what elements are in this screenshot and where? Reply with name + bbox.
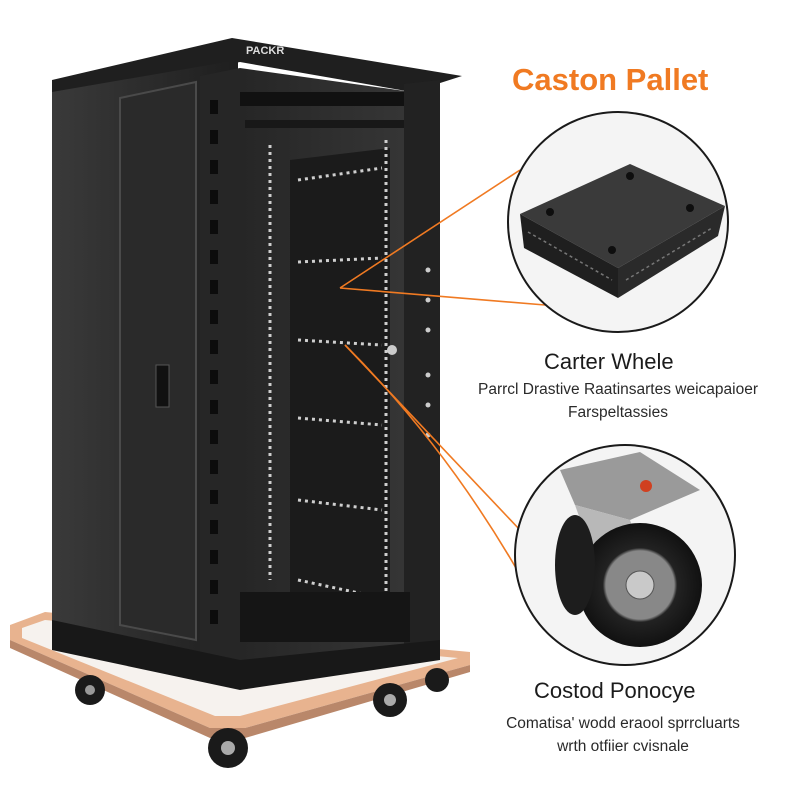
pallet-pad-image: [507, 111, 729, 333]
section2-line1: Comatisa' wodd eraool sprrclu​arts: [506, 715, 740, 732]
rack-cabinet-image: PACKR: [52, 38, 462, 690]
section2-title: Costod Ponocye: [534, 678, 696, 703]
brand-plate: PACKR: [246, 45, 284, 57]
caster-small-icon: [75, 668, 449, 768]
section1-line1: Parrcl Drastive Raatinsartes weicapaioer: [478, 381, 758, 398]
section2-desc: Comatisa' wodd eraool sprrclu​arts wrth …: [478, 712, 768, 758]
section1-line2: Farspeltassies: [568, 404, 668, 421]
section1-desc: Parrcl Drastive Raatinsartes weicapaioer…: [468, 378, 768, 424]
caster-wheel-image: [514, 444, 736, 666]
callout-title: Caston Pallet: [512, 62, 709, 97]
section2-line2: wrth otfiier cvisnale: [557, 738, 689, 755]
section1-title: Carter Whele: [544, 349, 674, 374]
